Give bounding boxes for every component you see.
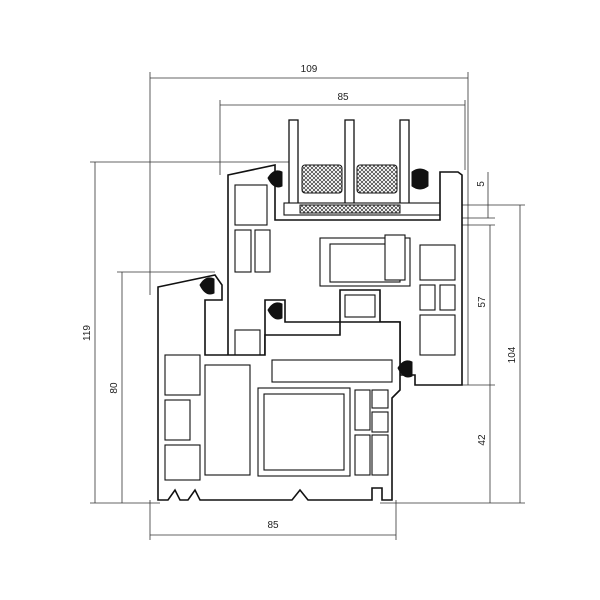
gasket-inner-frame: [397, 360, 413, 378]
dim-frame-width: 85: [267, 520, 279, 531]
gasket-center: [267, 302, 283, 320]
gaskets: [199, 168, 429, 378]
glazing-unit: [283, 119, 443, 216]
dim-rebate-height: 57: [477, 296, 488, 308]
gasket-outer-sash: [267, 170, 283, 188]
dim-frame-height: 80: [109, 382, 120, 394]
gasket-outer-frame: [199, 277, 215, 295]
dim-overall-width: 109: [301, 64, 318, 75]
dim-glass-gap: 5: [476, 181, 487, 187]
gasket-glazing-inner: [411, 168, 429, 190]
dim-sash-width: 85: [337, 92, 349, 103]
dim-frame-depth: 42: [477, 434, 488, 446]
frame-profile: [157, 274, 401, 501]
dim-overall-height: 119: [82, 325, 93, 341]
dimension-lines: [90, 72, 525, 540]
sash-profile: [227, 164, 463, 386]
dim-sash-height: 104: [507, 346, 518, 363]
